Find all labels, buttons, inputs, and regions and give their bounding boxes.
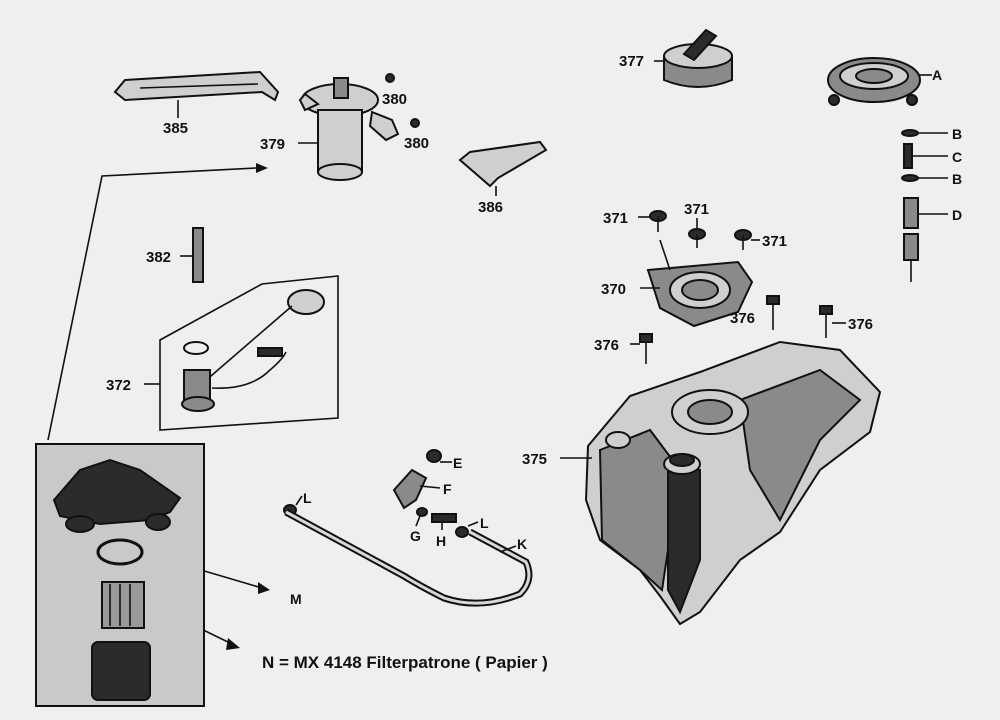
part-370-flange-plate [640, 239, 754, 328]
part-382-bolt [180, 227, 204, 283]
label-382: 382 [146, 249, 171, 266]
label-386: 386 [478, 199, 503, 216]
part-K-hose [284, 508, 533, 607]
label-385: 385 [163, 120, 188, 137]
part-376-bolt-left [630, 333, 653, 364]
label-F: F [443, 481, 452, 497]
part-B-clip-top [901, 129, 948, 137]
part-375-fuel-tank [560, 340, 882, 626]
filter-photo-panel [35, 443, 205, 707]
label-B-top: B [952, 126, 962, 142]
label-L-right: L [480, 515, 489, 531]
part-C-connector [903, 143, 948, 169]
part-G-clip [415, 507, 428, 527]
part-376-bolt-mid [766, 295, 780, 330]
part-A-seal-ring [827, 57, 932, 106]
filter-cartridge-note: N = MX 4148 Filterpatrone ( Papier ) [262, 653, 548, 672]
label-K: K [517, 536, 527, 552]
label-376-right: 376 [848, 316, 873, 333]
label-376-mid: 376 [730, 310, 755, 327]
label-H: H [436, 533, 446, 549]
leader-line-to-pump [47, 163, 268, 441]
part-371-screw-middle [688, 218, 706, 248]
part-B-clip-bottom [901, 174, 948, 182]
label-379: 379 [260, 136, 285, 153]
part-376-bolt-right [819, 305, 846, 338]
part-F-fitting [392, 468, 441, 510]
label-371-right: 371 [762, 233, 787, 250]
part-D-hose [903, 197, 948, 282]
label-M: M [290, 591, 302, 607]
part-L-clip-right [455, 521, 479, 538]
label-380-top: 380 [382, 91, 407, 108]
label-G: G [410, 528, 421, 544]
part-371-screw-right [734, 229, 760, 250]
part-372-fuel-level-sender [144, 275, 339, 431]
label-376-left: 376 [594, 337, 619, 354]
label-377: 377 [619, 53, 644, 70]
part-380-screw-bottom [410, 118, 420, 128]
label-372: 372 [106, 377, 131, 394]
label-A: A [932, 67, 942, 83]
part-380-screw-top [385, 73, 395, 83]
label-371-middle: 371 [684, 201, 709, 218]
part-379-fuel-pump [298, 77, 400, 181]
label-380-bottom: 380 [404, 135, 429, 152]
part-371-screw-left [638, 210, 667, 232]
label-C: C [952, 149, 962, 165]
label-375: 375 [522, 451, 547, 468]
label-D: D [952, 207, 962, 223]
label-371-left: 371 [603, 210, 628, 227]
label-B-bottom: B [952, 171, 962, 187]
label-L-left: L [303, 490, 312, 506]
part-386-bracket [458, 140, 548, 196]
part-385-bracket [113, 70, 280, 118]
part-E-clip [426, 449, 452, 463]
part-377-fuel-cap [654, 28, 733, 88]
part-H-connector [431, 513, 457, 530]
label-E: E [453, 455, 462, 471]
label-370: 370 [601, 281, 626, 298]
